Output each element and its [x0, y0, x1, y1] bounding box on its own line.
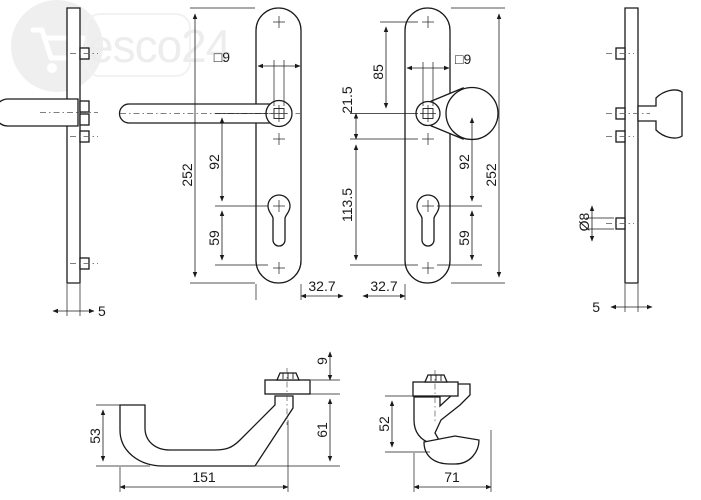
v5-dimlabel-9: 9 [314, 357, 330, 365]
v1-lever-arm [0, 98, 79, 127]
v3-dimlabel-1135: 113.5 [339, 188, 355, 222]
v3-dimlabel-252: 252 [483, 163, 499, 187]
v3-dimlabel-215: 21.5 [339, 86, 355, 113]
v3-dimlabel-92: 92 [456, 154, 472, 170]
v2-dimlabel-59: 59 [206, 230, 222, 246]
watermark: esco24 [11, 0, 232, 92]
v2-screw-upper-mid [273, 133, 285, 145]
v2-plate-outline [255, 7, 302, 284]
v3-dimlabel-327: 32.7 [370, 278, 397, 294]
v3-dimlabel-spindle: □9 [455, 51, 471, 67]
v2-screw-bottom [273, 262, 285, 274]
view-2-lever-plate-front: □9 252 92 59 32.7 [118, 7, 344, 300]
v2-dimlabel-spindle: □9 [214, 49, 230, 65]
view-6-knob-profile: 52 71 [376, 370, 492, 492]
view-4-knob-plate-side: Ø8 5 [576, 7, 683, 315]
v3-screw-top [422, 16, 434, 28]
v6-screw-knurl [430, 375, 442, 381]
watermark-frame [85, 13, 191, 77]
v3-screw-bottom [422, 262, 434, 274]
v2-dimlabel-252: 252 [179, 163, 195, 187]
v4-dimlabel-d8: Ø8 [576, 212, 592, 231]
v2-lever-arm [118, 103, 279, 124]
v4-dimlabel-5: 5 [592, 299, 600, 315]
v5-screw-knurl [282, 373, 294, 379]
v5-dimlabel-53: 53 [87, 428, 103, 444]
view-3-knob-plate-front: 32.7 21.5 85 113.5 □9 92 [339, 7, 505, 300]
v3-euro-cylinder-keyhole [416, 194, 440, 247]
v1-plate-body [66, 7, 81, 284]
v2-dimlabel-327: 32.7 [308, 278, 335, 294]
view-5-lever-profile: 53 151 61 9 [87, 351, 340, 492]
watermark-text: esco24 [88, 20, 231, 72]
v2-euro-cylinder-keyhole [267, 194, 291, 247]
view-1-lever-plate-side: 5 [0, 7, 106, 319]
v2-dimlabel-92: 92 [206, 154, 222, 170]
v4-plate-body [624, 7, 639, 284]
v1-dimlabel-thickness: 5 [98, 303, 106, 319]
v3-plate-outline [404, 7, 451, 284]
v1-bolt-mid-lower [79, 113, 90, 126]
v6-dimlabel-71: 71 [444, 469, 460, 485]
v6-rose [412, 381, 459, 397]
v6-knob-head [423, 435, 480, 465]
v3-screw-upper-mid [422, 133, 434, 145]
v1-bolt-mid-upper [79, 100, 90, 113]
v6-dimlabel-52: 52 [376, 416, 392, 432]
v5-rose [264, 379, 311, 395]
v4-knob-profile [637, 89, 683, 139]
v3-dimlabel-85: 85 [370, 64, 386, 80]
v5-dimlabel-151: 151 [192, 469, 216, 485]
v2-screw-top [273, 16, 285, 28]
v3-dimlabel-59: 59 [456, 230, 472, 246]
v5-lever-body [119, 395, 294, 467]
v5-dimlabel-61: 61 [314, 422, 330, 438]
